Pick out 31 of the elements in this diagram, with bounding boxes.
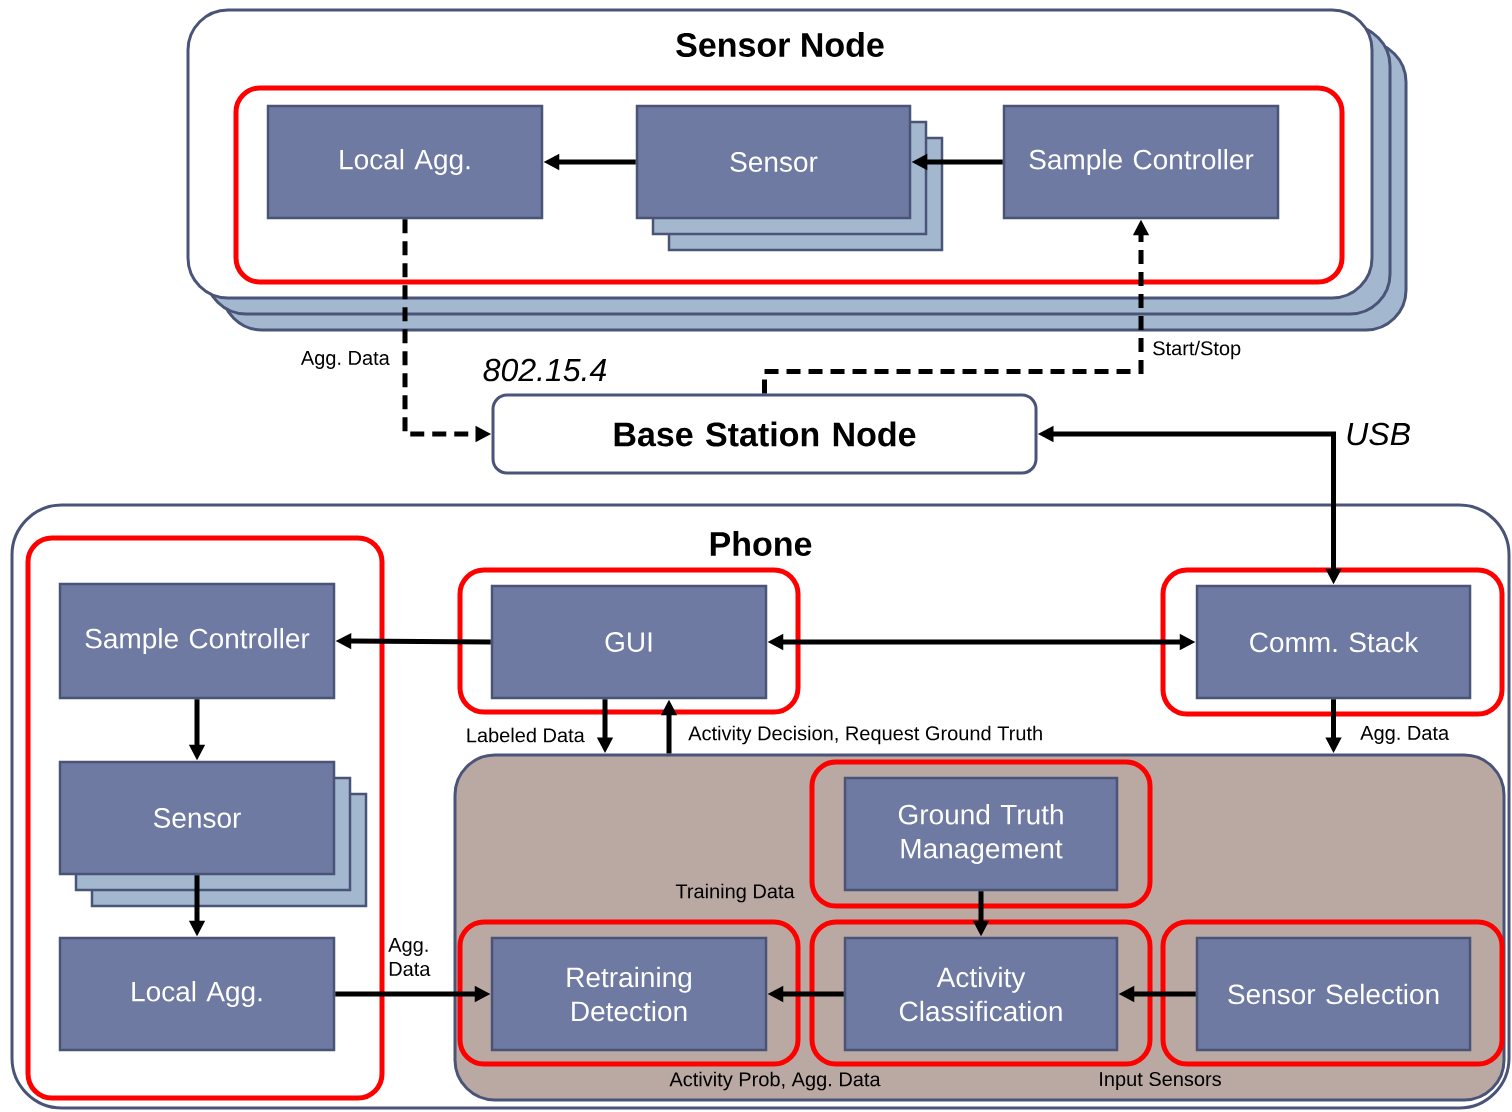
highlight-outline — [809, 759, 1153, 909]
edge-label: Activity Decision, Request Ground Truth — [688, 725, 1042, 745]
highlight-outline — [1160, 567, 1505, 717]
highlight-outline — [233, 85, 1345, 285]
process-box: GUI — [490, 584, 768, 700]
highlight-outline — [809, 919, 1153, 1067]
process-box: Comm. Stack — [1195, 584, 1472, 700]
stacked-process-box: Sensor — [58, 760, 368, 908]
process-box: Local Agg. — [266, 104, 544, 220]
process-box: Local Agg. — [58, 936, 336, 1052]
edge-label: Agg. Data — [300, 351, 390, 369]
edge-label: USB — [1347, 422, 1410, 446]
process-box: Sensor Selection — [1195, 936, 1472, 1052]
flow-label: Activity Prob, Agg. Data — [669, 1071, 881, 1091]
process-box: Sample Controller — [1002, 104, 1280, 220]
edge-label: Agg. Data — [1360, 726, 1450, 744]
process-box: Activity Classification — [843, 936, 1119, 1052]
flow-label: Input Sensors — [1100, 1071, 1221, 1091]
highlight-outline — [457, 567, 801, 715]
highlight-outline — [1160, 919, 1505, 1067]
process-box: Retraining Detection — [490, 936, 768, 1052]
flow-label: Training Data — [675, 883, 795, 903]
edge-label: Agg. Data — [388, 938, 431, 976]
edge-label: Labeled Data — [467, 727, 585, 743]
highlight-outline — [25, 535, 385, 1101]
station-box: Base Station Node — [491, 393, 1038, 475]
highlight-outline — [457, 919, 801, 1067]
edge-label: Start/Stop — [1153, 340, 1241, 360]
process-box: Sample Controller — [58, 582, 336, 700]
process-box: Ground Truth Management — [843, 776, 1119, 892]
stacked-process-box: Sensor — [635, 104, 944, 252]
